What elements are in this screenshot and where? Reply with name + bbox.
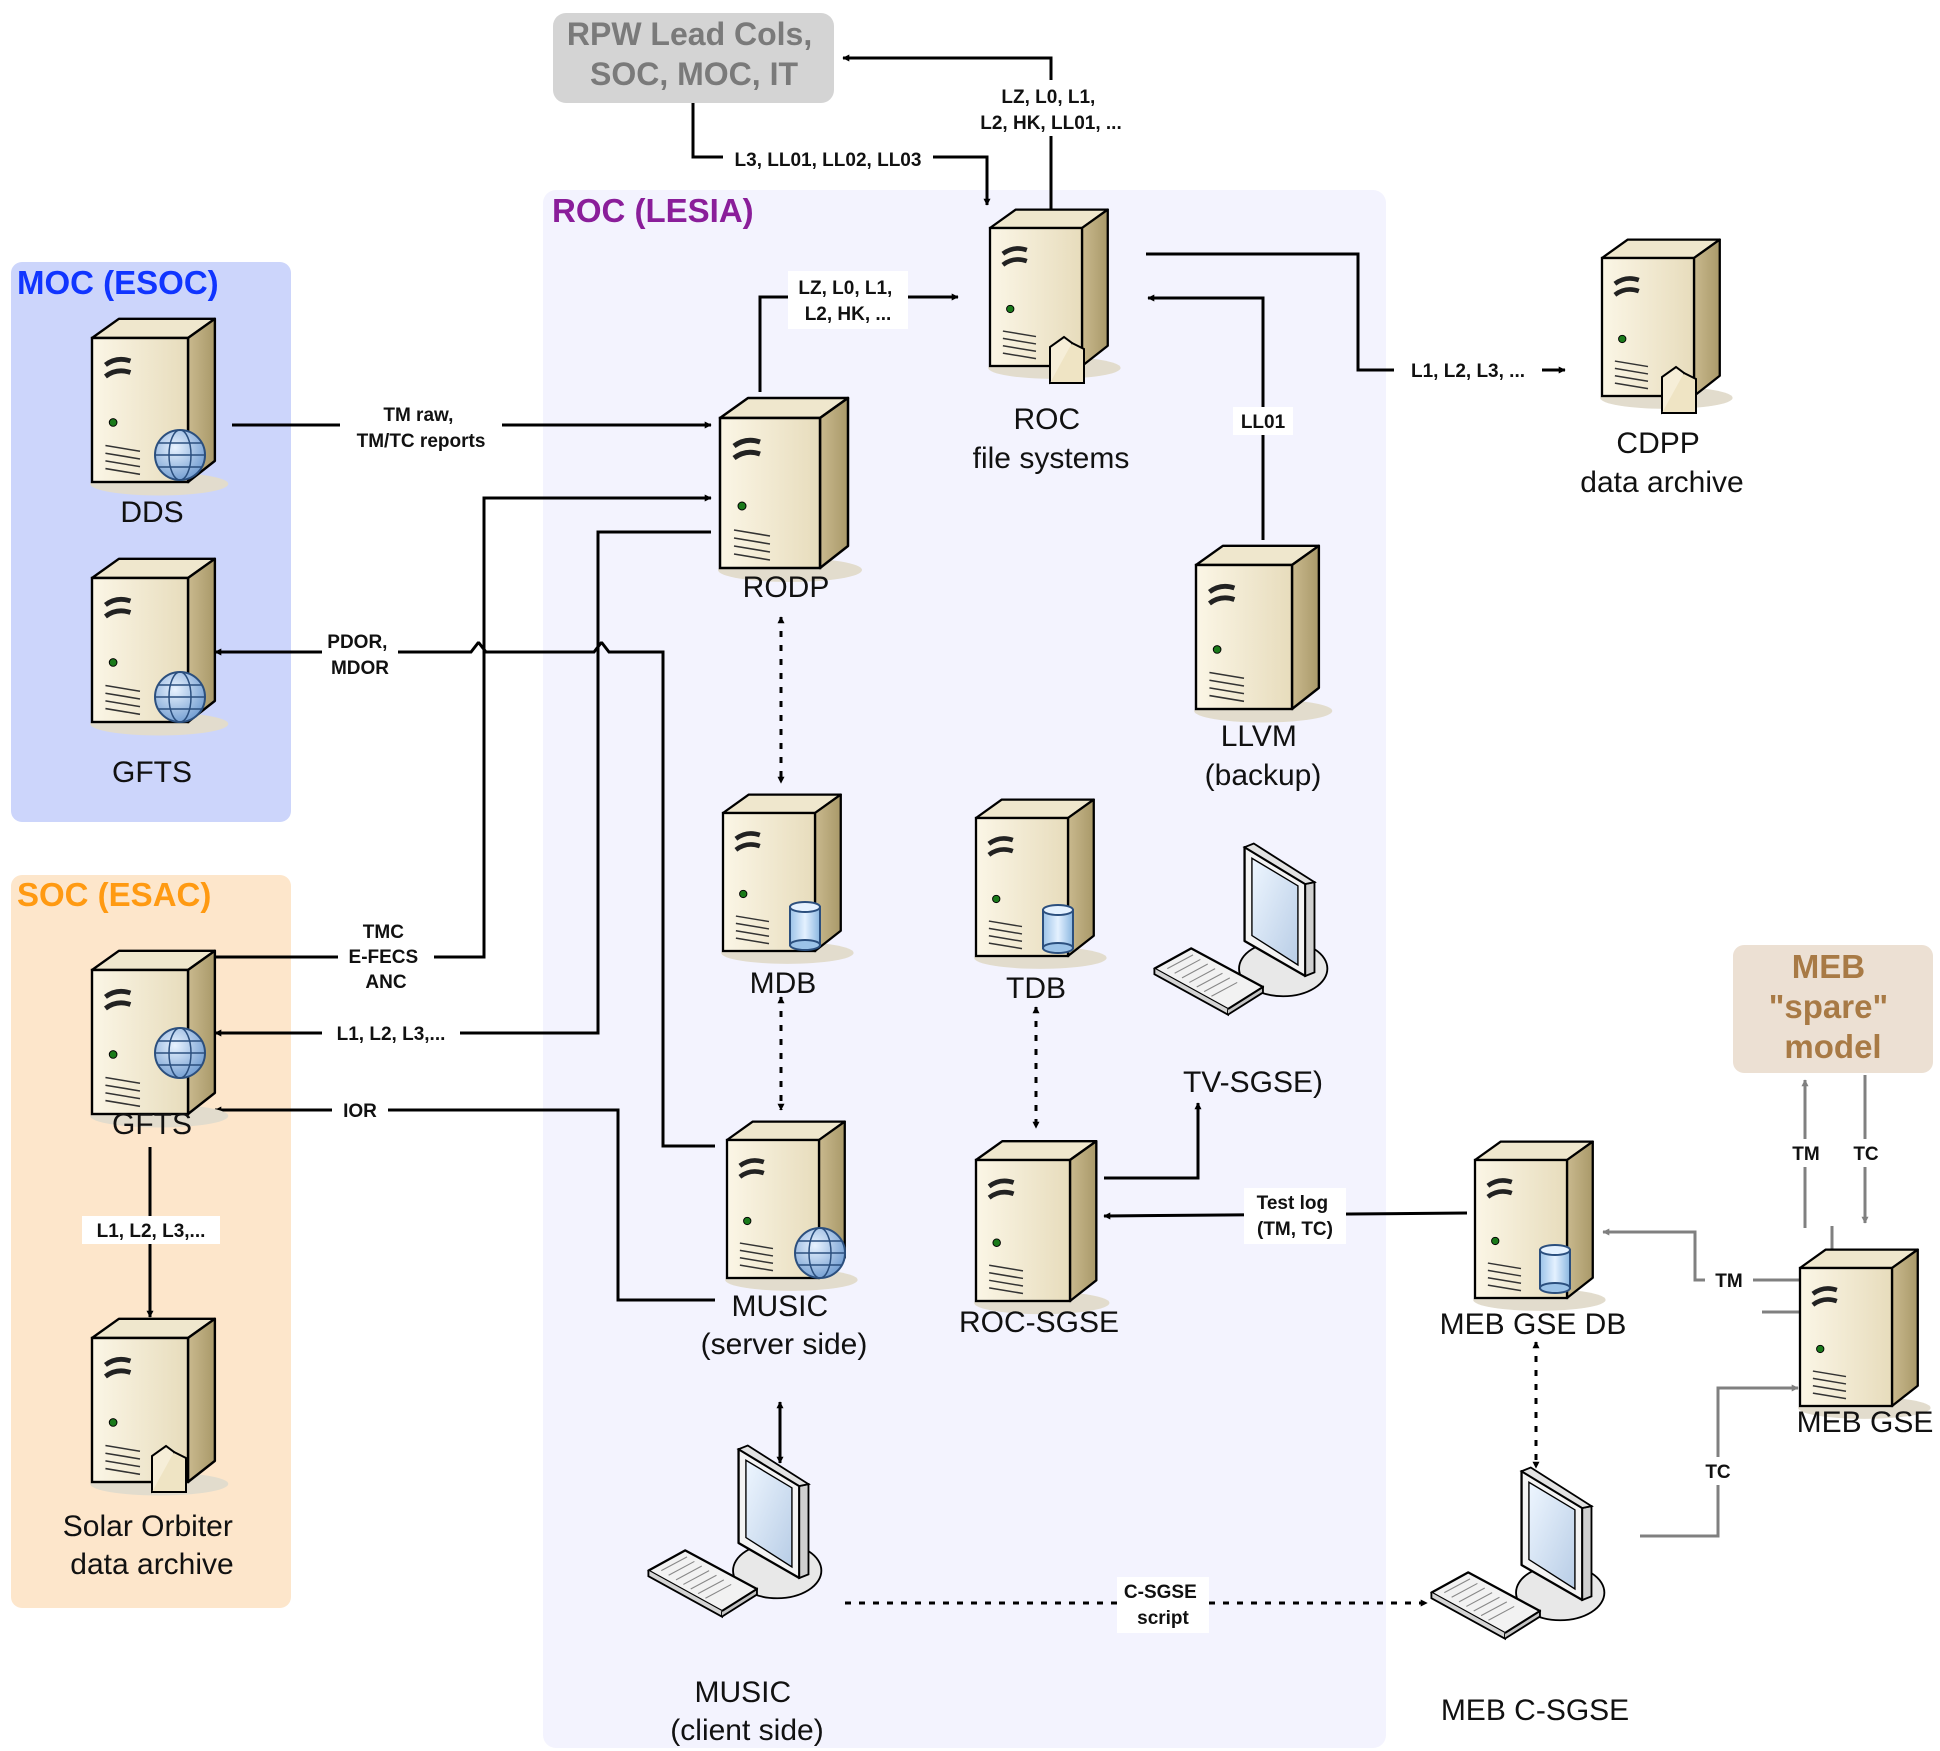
label-test-log: Test log (TM, TC) <box>1257 1193 1334 1240</box>
music-server <box>725 1122 857 1291</box>
cdpp-server <box>1600 240 1732 414</box>
cdpp-label: CDPP data archive <box>1580 427 1743 499</box>
meb-gse-label: MEB GSE <box>1797 1406 1934 1439</box>
moc-title: MOC (ESOC) <box>17 264 219 301</box>
tv-sgse-label: TV-SGSE) <box>1183 1066 1323 1099</box>
label-tmc: TMC E-FECS ANC <box>349 922 424 993</box>
label-rodp-to-fs: LZ, L0, L1, L2, HK, ... <box>798 278 897 325</box>
roc-sgse-label: ROC-SGSE <box>959 1306 1119 1339</box>
music-server-label: MUSIC (server side) <box>701 1290 868 1361</box>
edge-tm-left <box>1602 1228 1800 1282</box>
label-tm-left: TM <box>1715 1271 1742 1292</box>
dotted-edges <box>777 616 1540 1607</box>
gfts-moc-label: GFTS <box>112 756 192 789</box>
edge-labels: L3, LL01, LL02, LL03 LZ, L0, L1, L2, HK,… <box>82 80 1890 1633</box>
label-csgse-script: C-SGSE script <box>1124 1582 1202 1629</box>
rpw-lead-box <box>553 13 834 103</box>
tdb-label: TDB <box>1006 972 1066 1005</box>
label-fs-to-cdpp: L1, L2, L3, ... <box>1411 361 1525 382</box>
label-l123: L1, L2, L3,... <box>337 1024 446 1045</box>
dds-label: DDS <box>120 496 183 529</box>
roc-title: ROC (LESIA) <box>552 192 754 229</box>
gfts-soc-label: GFTS <box>112 1108 192 1141</box>
edge-ior <box>214 1106 715 1302</box>
roc-fs-label: ROC file systems <box>973 403 1130 475</box>
llvm-label: LLVM (backup) <box>1205 720 1322 792</box>
meb-csgse-label: MEB C-SGSE <box>1441 1694 1629 1727</box>
meb-csgse-computer <box>1430 1466 1606 1640</box>
label-tc-down: TC <box>1853 1144 1879 1165</box>
label-dds-to-rodp: TM raw, TM/TC reports <box>357 405 486 452</box>
rodp-label: RODP <box>743 571 830 604</box>
music-client-label: MUSIC (client side) <box>670 1676 823 1747</box>
label-tc-right: TC <box>1705 1462 1731 1483</box>
label-rpw-out: LZ, L0, L1, L2, HK, LL01, ... <box>980 87 1121 134</box>
solar-archive-label: Solar Orbiter data archive <box>63 1510 241 1581</box>
meb-gse-db-server <box>1473 1142 1605 1311</box>
meb-gse-server <box>1798 1250 1930 1419</box>
label-tm-up: TM <box>1792 1144 1819 1165</box>
soc-title: SOC (ESAC) <box>17 876 211 913</box>
edge-llvm-to-fs <box>1147 294 1265 540</box>
label-llvm: LL01 <box>1241 412 1286 433</box>
moc-group <box>11 262 291 822</box>
meb-spare-label: MEB "spare" model <box>1769 948 1898 1065</box>
label-rpw-in: L3, LL01, LL02, LL03 <box>735 150 922 171</box>
meb-gse-db-label: MEB GSE DB <box>1440 1308 1627 1341</box>
edge-sgse-to-tv <box>1104 1102 1202 1180</box>
label-ior: IOR <box>343 1101 377 1122</box>
meb-spare-box <box>1733 945 1933 1073</box>
mdb-label: MDB <box>750 967 817 1000</box>
rpw-lead-label: RPW Lead Cols, SOC, MOC, IT <box>567 16 821 92</box>
label-soc-archive: L1, L2, L3,... <box>97 1221 206 1242</box>
edge-fs-to-rpw <box>842 54 1053 210</box>
label-pdor: PDOR, MDOR <box>327 632 392 679</box>
